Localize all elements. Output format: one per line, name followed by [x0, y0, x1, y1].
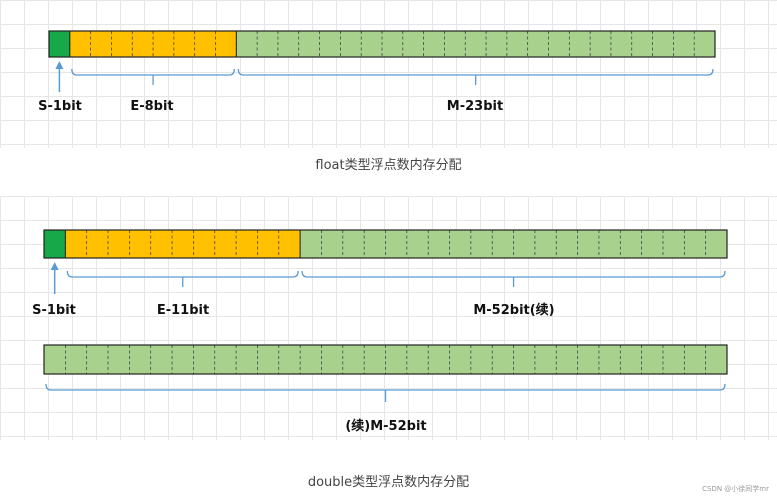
sign-field [49, 31, 70, 57]
float-field-brackets [55, 61, 714, 92]
field-bracket [71, 68, 235, 76]
bar-outline [43, 229, 728, 259]
sign-arrow-head [50, 262, 59, 270]
float-mantissa-label: M-23bit [447, 99, 503, 114]
sign-arrow-head [55, 61, 64, 69]
field-bracket [301, 270, 726, 278]
double-sign-label: S-1bit [32, 303, 76, 318]
exponent-field [65, 230, 301, 258]
double-caption: double类型浮点数内存分配 [307, 475, 470, 490]
bar-outline [43, 344, 728, 375]
float-exponent-label: E-8bit [130, 99, 173, 114]
float-sign-label: S-1bit [38, 99, 82, 114]
float-grid-background [0, 0, 777, 148]
field-bracket [45, 383, 726, 391]
watermark: CSDN @小徐同学mr [702, 485, 769, 493]
bar-outline [48, 30, 716, 58]
mantissa-field [236, 31, 715, 57]
sign-field [44, 230, 66, 258]
double-exponent-label: E-11bit [157, 303, 209, 318]
double-mantissa-part2-label: (续)M-52bit [345, 418, 426, 434]
field-bracket [66, 270, 299, 278]
double-bit-bar-row2 [43, 344, 728, 375]
field-bracket [237, 68, 714, 76]
double-bit-bar-row1 [43, 229, 728, 259]
double-field-brackets-row1 [50, 262, 726, 294]
double-mantissa-part1-label: M-52bit(续) [473, 302, 554, 318]
float-bit-bar [48, 30, 716, 58]
float-caption: float类型浮点数内存分配 [315, 158, 462, 173]
double-field-brackets-row2 [45, 383, 726, 402]
